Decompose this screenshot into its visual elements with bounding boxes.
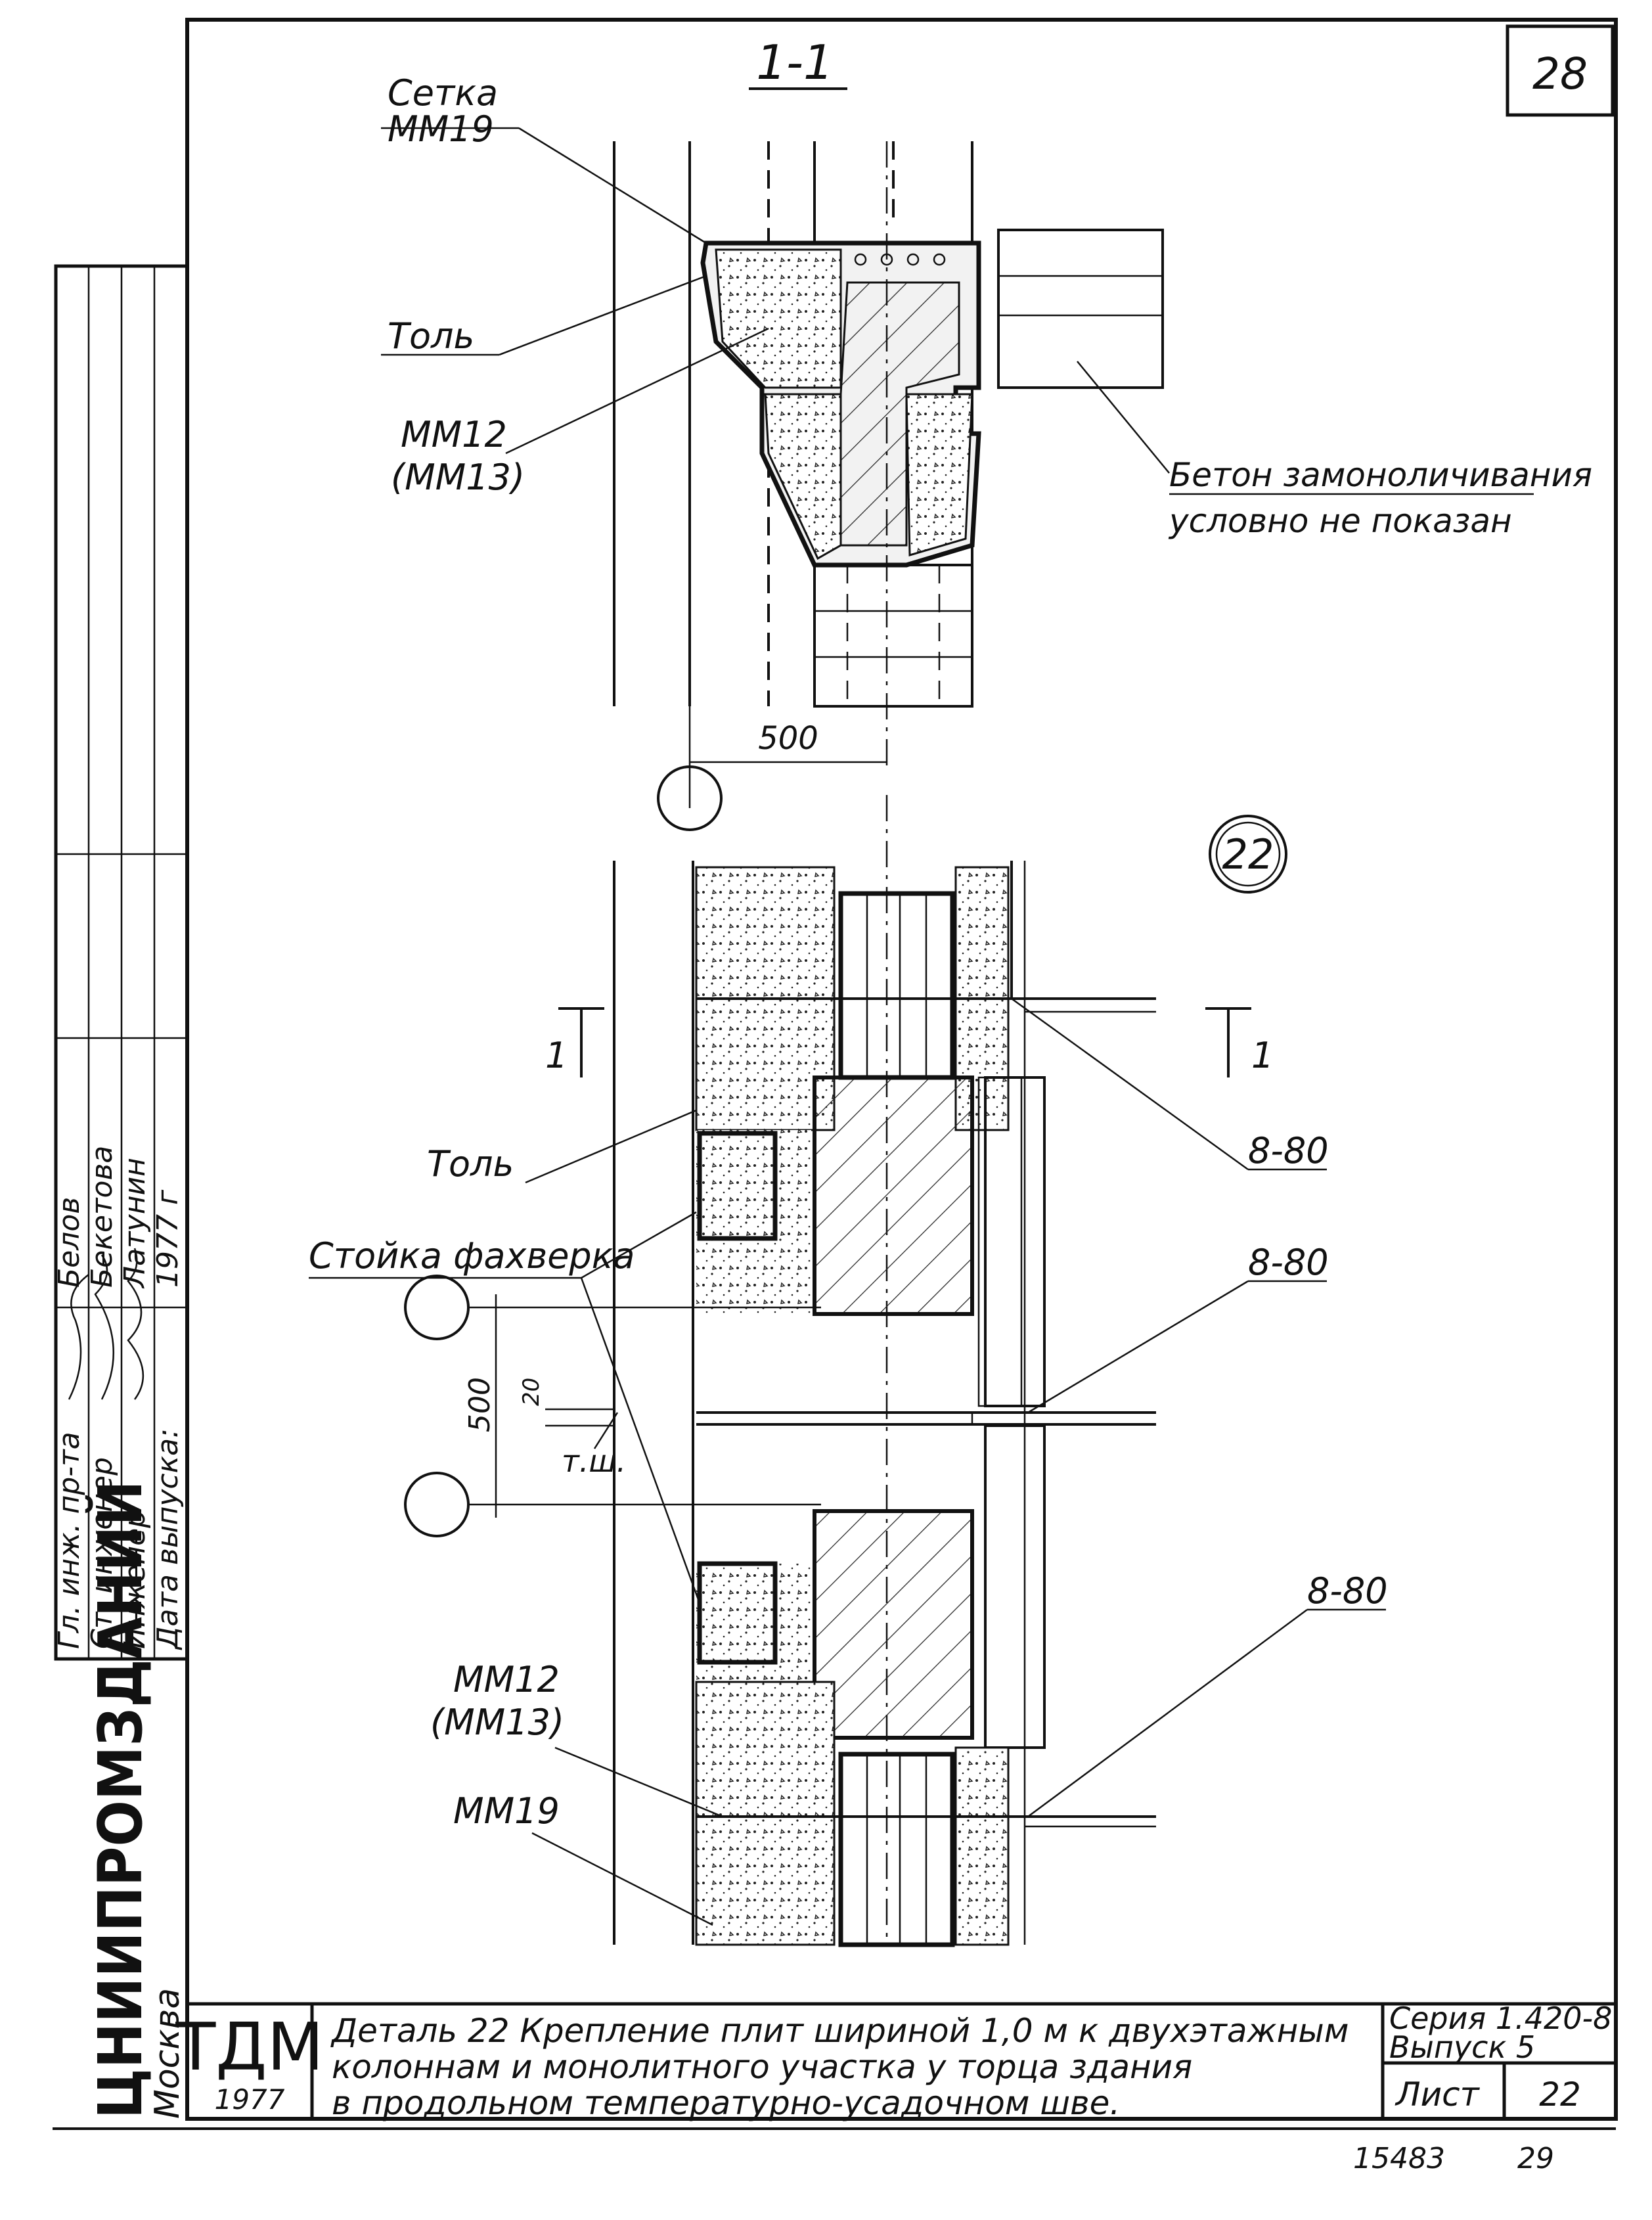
label-weld-2: 8-80: [1248, 1242, 1329, 1283]
label-mm19-top: ММ19: [388, 108, 494, 150]
stamp-role-3: Инженер: [118, 1510, 152, 1649]
section-title: 1-1: [756, 35, 834, 90]
description-line2: колоннам и монолитного участка у торца з…: [332, 2048, 1192, 2086]
titleblock-year: 1977: [215, 2083, 285, 2116]
side-stamp: Гл. инж. пр-та Ст. инженер Инженер Дата …: [53, 264, 189, 2119]
stamp-name-1: Белов: [53, 1197, 86, 1288]
titleblock-mark: ТДМ: [175, 2008, 324, 2085]
stamp-org: ЦНИИПРОМЗДАНИЙ: [85, 1480, 156, 2119]
label-weld-1: 8-80: [1248, 1130, 1329, 1171]
issue: Выпуск 5: [1389, 2029, 1535, 2065]
label-tol-top: Толь: [388, 315, 474, 357]
detail-22: 22 1 1: [309, 795, 1388, 1947]
stamp-role-1: Гл. инж. пр-та: [53, 1432, 86, 1649]
archive-number: 15483: [1353, 2142, 1445, 2175]
label-setka: Сетка: [388, 72, 498, 114]
cut-left: 1: [545, 1035, 568, 1076]
stamp-name-4: 1977 г: [151, 1189, 185, 1288]
description-line1: Деталь 22 Крепление плит шириной 1,0 м к…: [330, 2012, 1349, 2050]
series: Серия 1.420-8: [1389, 2001, 1612, 2036]
stamp-name-2: Бекетова: [85, 1146, 119, 1288]
page-number-box: 28: [1506, 24, 1615, 117]
detail-number: 22: [1222, 830, 1274, 878]
label-mm13-top: (ММ13): [391, 457, 525, 498]
label-mm12-top: ММ12: [401, 414, 507, 455]
label-tol-mid: Толь: [427, 1143, 514, 1185]
description-line3: в продольном температурно-усадочном шве.: [332, 2084, 1120, 2122]
label-beton-2: условно не показан: [1168, 502, 1512, 540]
label-beton-1: Бетон замоноличивания: [1169, 456, 1592, 494]
label-mm13-bot: (ММ13): [430, 1702, 564, 1743]
section-1-1: 1-1 500 Сетк: [381, 35, 1592, 831]
title-block: ТДМ 1977 Деталь 22 Крепление плит ширино…: [175, 2001, 1616, 2175]
page-number: 28: [1532, 49, 1588, 99]
label-mm19-bot: ММ19: [453, 1790, 560, 1832]
label-mm12-bot: ММ12: [453, 1659, 560, 1700]
stamp-role-2: Ст. инженер: [85, 1457, 119, 1649]
dim-500-top: 500: [758, 720, 818, 757]
label-stoyka: Стойка фахверка: [309, 1235, 635, 1277]
axis-bubble-top: [657, 765, 723, 831]
stamp-city: Москва: [148, 1988, 187, 2119]
axis-bubble-mid-top: [404, 1275, 470, 1340]
label-weld-3: 8-80: [1307, 1570, 1388, 1612]
cut-right: 1: [1251, 1035, 1274, 1076]
stamp-name-3: Латунин: [118, 1158, 152, 1289]
axis-bubble-mid-bottom: [404, 1472, 470, 1537]
signatures: [68, 1248, 145, 1400]
dim-20: 20: [518, 1378, 545, 1406]
label-tsh: т.ш.: [562, 1443, 626, 1479]
dim-500-side: 500: [463, 1377, 497, 1432]
sheet-label: Лист: [1395, 2075, 1481, 2114]
archive-page: 29: [1517, 2142, 1554, 2175]
stamp-role-4: Дата выпуска:: [151, 1428, 185, 1650]
sheet-number: 22: [1539, 2075, 1581, 2114]
